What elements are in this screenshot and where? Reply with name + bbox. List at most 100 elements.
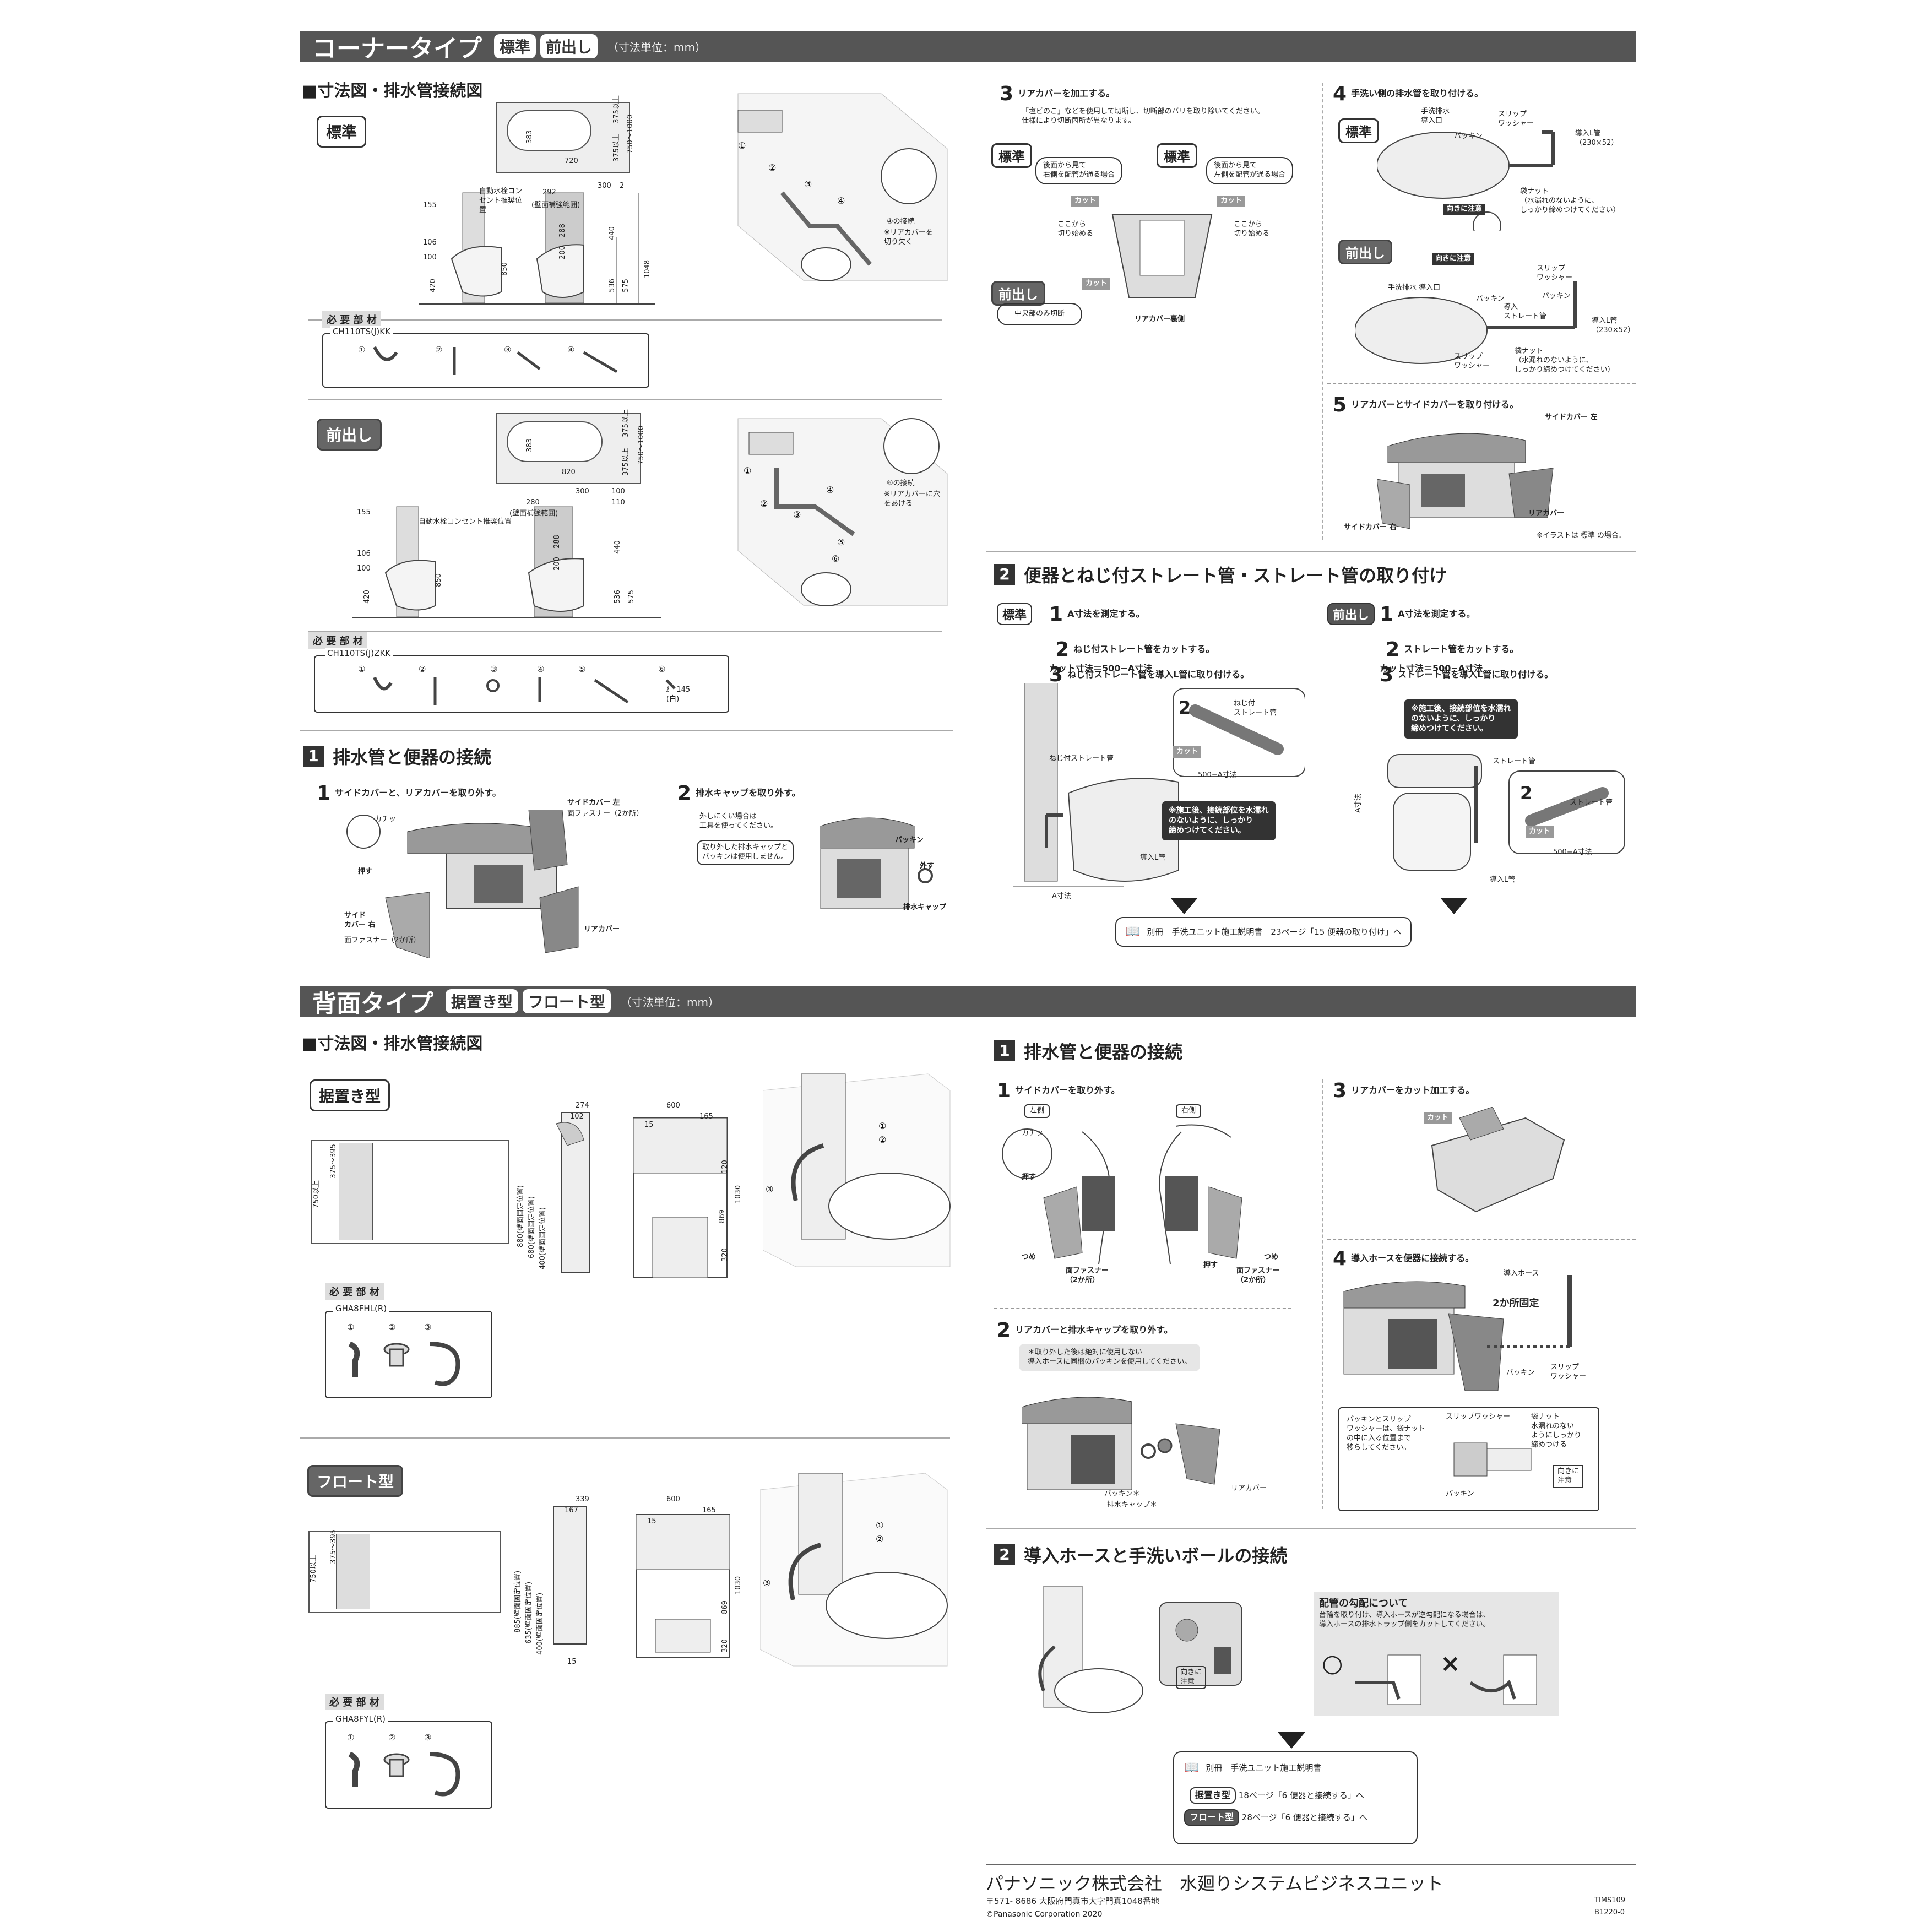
float-d165: 165 [702, 1506, 716, 1515]
s2-note1: 外しにくい場合は 工具を使ってください。 [699, 812, 778, 830]
svg-text:①: ① [738, 140, 746, 151]
s4f-slip: スリップ ワッシャー [1537, 264, 1573, 282]
sec2-arrow-r [1440, 898, 1468, 914]
corner-front-plan-toilet [507, 421, 603, 462]
back-header-bar: 背面タイプ 据置き型 フロート型 （寸法単位：mm） [300, 986, 1636, 1018]
corner-std-parts-box [322, 333, 649, 388]
s3-back: リアカバー裏側 [1135, 315, 1185, 323]
stand-parts-label: 必 要 部 材 [325, 1283, 384, 1300]
fdim-100b: 100 [611, 487, 625, 496]
stand-d1030: 1030 [734, 1185, 743, 1203]
s4f-straight: 導入 ストレート管 [1504, 303, 1547, 321]
sec2-num: 2 [994, 564, 1015, 585]
stand-parts-model: GHA8FHL(R) [333, 1303, 389, 1315]
s1-push: 押す [358, 867, 373, 876]
float-d320: 320 [720, 1639, 729, 1653]
b-s3-cut: カット [1424, 1112, 1452, 1124]
stand-front [633, 1117, 728, 1278]
bsec2-num: 2 [994, 1544, 1015, 1565]
corner-std-iso: ① ② ③ ④ [737, 93, 948, 281]
dim-750: 750〜1000 [626, 114, 635, 154]
s2-std-screw: ねじ付ストレート管 [1049, 755, 1114, 763]
dim-200: 200 [558, 246, 567, 259]
svg-text:①: ① [876, 1520, 883, 1531]
stand-d102: 102 [570, 1112, 584, 1121]
s3-std-left-text: 後面から見て 右側を配管が通る場合 [1035, 157, 1123, 184]
float-d600: 600 [666, 1495, 680, 1504]
book-icon: 📖 [1125, 925, 1141, 938]
bsec2-title: 導入ホースと手洗いボールの接続 [1024, 1545, 1288, 1566]
corner-front-parts-label: 必 要 部 材 [308, 632, 367, 649]
s1-katchi: カチッ [375, 815, 397, 823]
stand-parts-icons [348, 1341, 460, 1386]
b-s1-push2: 押す [1203, 1261, 1218, 1269]
fdim-440: 440 [613, 540, 622, 554]
svg-text:⑤: ⑤ [837, 537, 845, 547]
svg-text:④: ④ [826, 485, 834, 495]
footer-address: 〒571- 8686 大阪府門真市大字門真1048番地 [986, 1896, 1159, 1906]
bsec1-heading: 1 排水管と便器の接続 [994, 1038, 1182, 1063]
s2-cap: 排水キャップ [903, 903, 947, 911]
b-s4-packing: パッキン [1506, 1369, 1535, 1377]
fdim-820: 820 [562, 468, 576, 476]
float-d167: 167 [565, 1506, 578, 1515]
divider [300, 730, 953, 731]
s4-inlet: 手洗排水 導入口 [1421, 107, 1450, 125]
b-s4-box-packing: パッキン [1446, 1490, 1474, 1498]
b-s4-fix: 2か所固定 [1493, 1298, 1539, 1309]
dim-155: 155 [423, 201, 437, 209]
sec1-num: 1 [303, 746, 324, 767]
fpart-6: ⑥ [658, 664, 666, 674]
divider [308, 319, 942, 321]
part-1: ① [358, 345, 366, 355]
b-s1-right: 右側 [1176, 1104, 1202, 1118]
wall-range: (壁面補強範囲) [531, 201, 580, 209]
corner-front-iso: ① ② ③ ④ ⑤ ⑥ [737, 418, 948, 606]
stand-d680: 680(壁面固定位置) [528, 1196, 536, 1258]
divider [300, 1437, 950, 1439]
s3-cut-front: カット [1082, 278, 1111, 290]
stand-parts-box [325, 1311, 492, 1398]
s2-front-n2: 2 [1520, 783, 1533, 804]
fpart-4: ④ [537, 664, 545, 674]
sec1-heading: 1 排水管と便器の接続 [303, 744, 491, 769]
b-s1-katchi: カチッ [1022, 1129, 1044, 1137]
s4-std: 標準 [1338, 118, 1379, 143]
dim-720: 720 [565, 157, 578, 165]
slope-ng: × [1440, 1649, 1461, 1678]
divider [1327, 1239, 1636, 1240]
bsec1-num: 1 [994, 1040, 1015, 1061]
divider [986, 551, 1636, 552]
s4-std-fig [1377, 130, 1555, 231]
front-iso-hole: ※リアカバーに穴をあける [884, 490, 940, 508]
s1-sideL2: 面ファスナー（2か所） [567, 810, 644, 818]
divider [308, 631, 942, 632]
s2-std-a: A寸法 [1052, 892, 1071, 900]
s4f-nut: 袋ナット （水漏れのないように、 しっかり締めつけてください） [1515, 347, 1615, 374]
divider [1327, 383, 1636, 384]
fdim-106: 106 [357, 550, 371, 558]
float-d635: 635(壁面固定位置) [525, 1581, 534, 1644]
fpart-2: ② [419, 664, 426, 674]
b-s3-fig [1431, 1107, 1565, 1213]
s4-packing: パッキン [1454, 132, 1483, 140]
fdim-375a: 375以上 [621, 409, 630, 437]
b-s4-slip: スリップ ワッシャー [1550, 1363, 1587, 1381]
bsec2-heading: 2 導入ホースと手洗いボールの接続 [994, 1542, 1287, 1567]
float-parts-model: GHA8FYL(R) [333, 1713, 388, 1725]
std-iso-cut: ※リアカバーを切り欠く [884, 229, 933, 246]
s3-note: 「塩ビのこ」などを使用して切断し、切断部のバリを取り除いてください。 仕様により… [1022, 107, 1265, 125]
stand-part-2: ② [388, 1322, 396, 1332]
stand-d400: 400(壁面固定位置) [539, 1207, 547, 1269]
s4f-slip2: スリップ ワッシャー [1454, 352, 1490, 370]
fpart-3: ③ [490, 664, 498, 674]
svg-text:③: ③ [763, 1578, 770, 1588]
float-parts-icons [348, 1751, 460, 1797]
dim-106: 106 [423, 238, 437, 247]
s3-std-right: 標準 [1157, 143, 1197, 168]
